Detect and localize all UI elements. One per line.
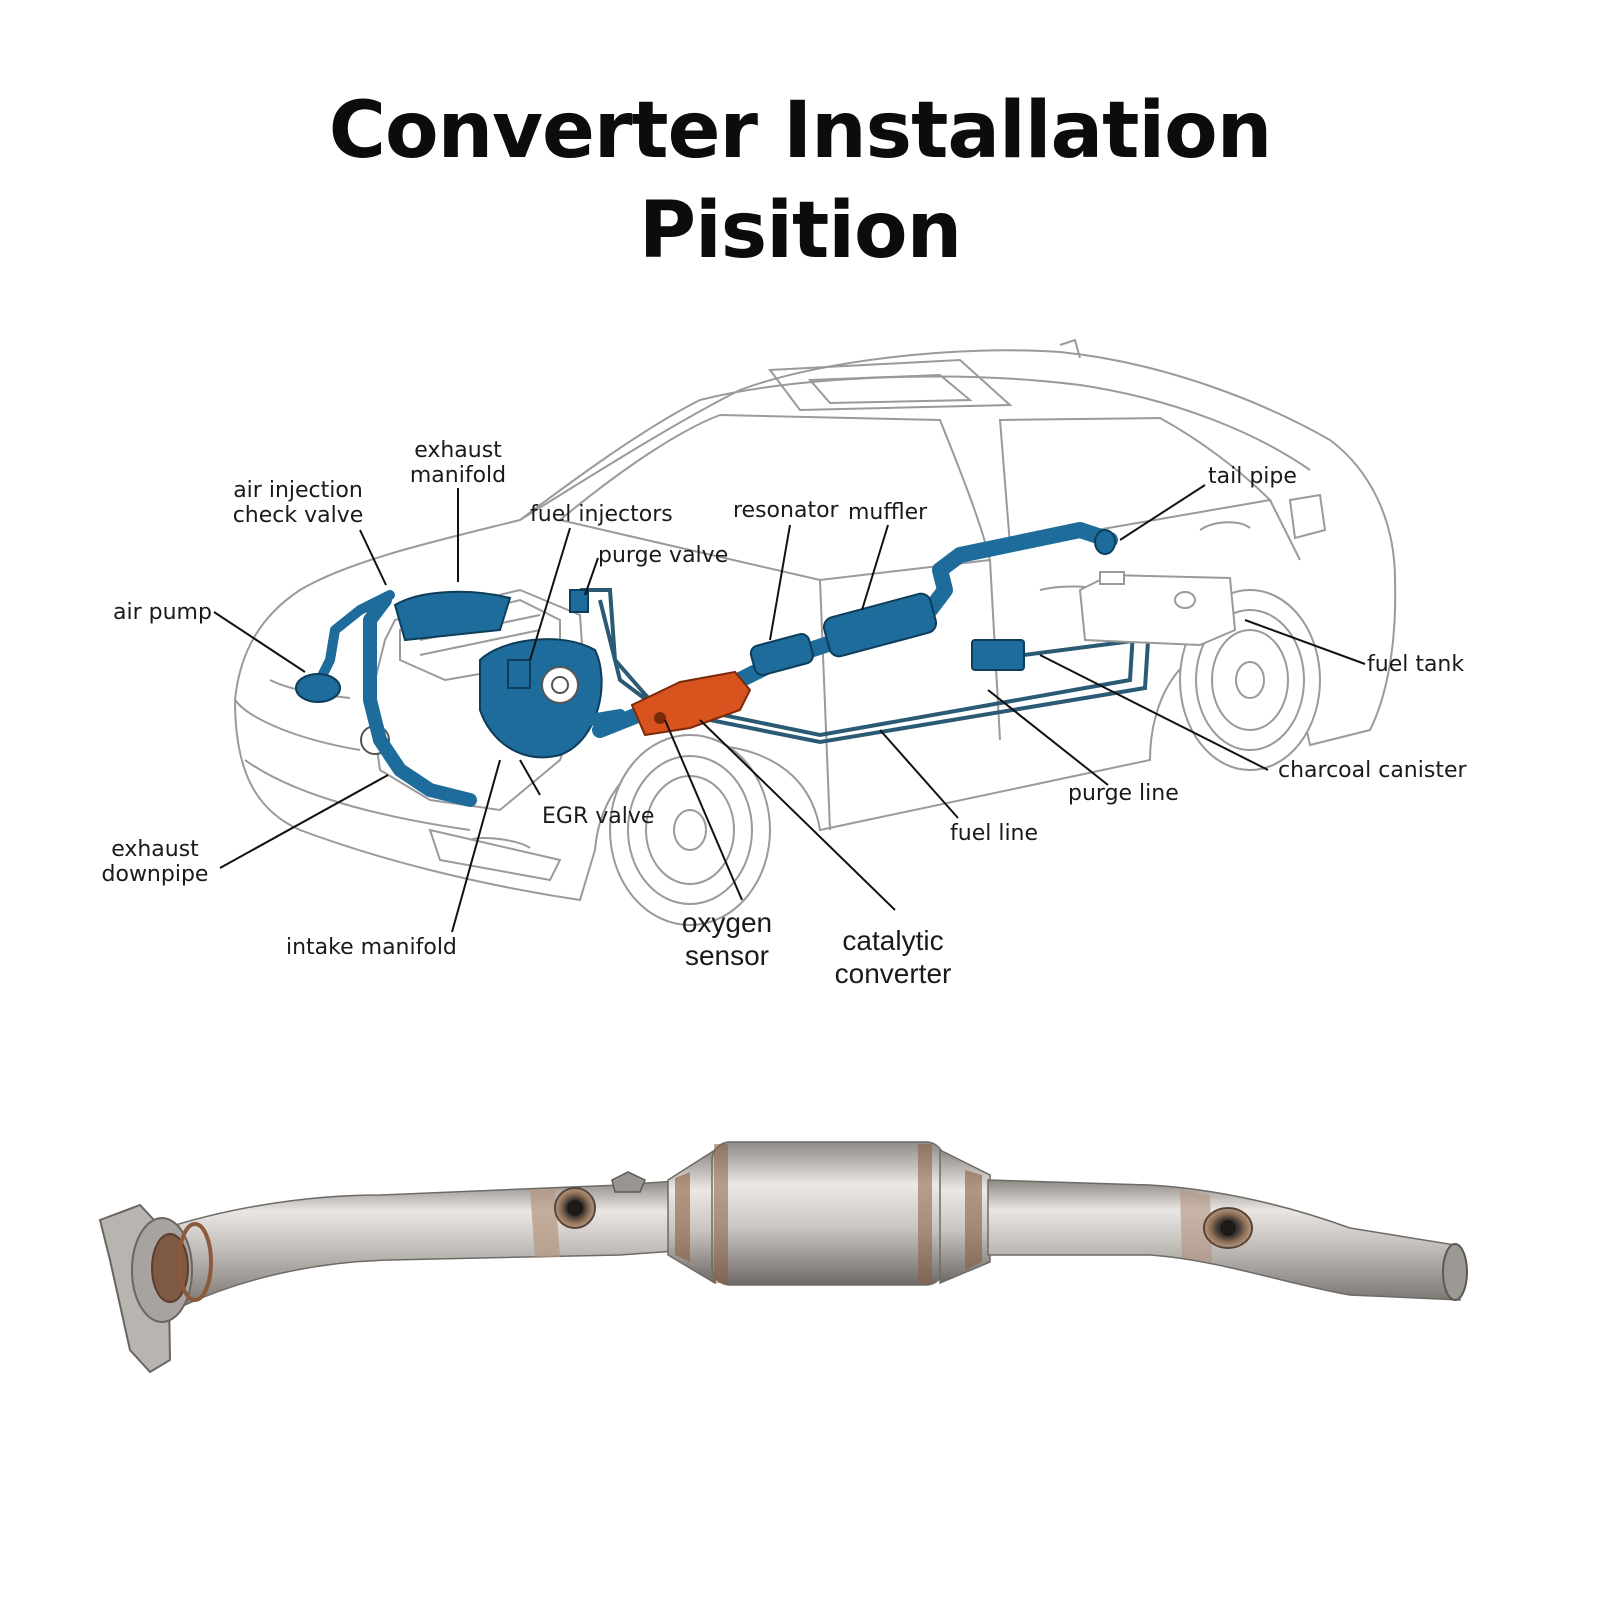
label-purge-line: purge line	[1068, 781, 1179, 806]
catalytic-converter-product	[98, 1141, 1468, 1374]
label-exhaust-manifold-1: exhaust	[414, 438, 502, 463]
label-exhaust-downpipe-2: downpipe	[102, 862, 209, 887]
label-exhaust-manifold-2: manifold	[410, 463, 506, 488]
label-fuel-injectors: fuel injectors	[530, 502, 673, 527]
label-catalytic-converter-2: converter	[835, 958, 952, 989]
label-fuel-line: fuel line	[950, 821, 1038, 846]
exhaust-system	[592, 522, 1118, 738]
title-line-1: Converter Installation	[328, 86, 1273, 176]
engine	[295, 588, 626, 812]
label-intake-manifold: intake manifold	[286, 935, 457, 960]
catalytic-converter-shape	[630, 670, 752, 737]
label-resonator: resonator	[733, 498, 840, 523]
label-air-injection-check-valve-2: check valve	[233, 503, 364, 528]
label-purge-valve: purge valve	[598, 543, 728, 568]
fuel-tank-shape	[1078, 571, 1237, 647]
label-air-injection-check-valve-1: air injection	[233, 478, 363, 503]
title-line-2: Pisition	[638, 186, 962, 276]
label-catalytic-converter-1: catalytic	[842, 925, 943, 956]
label-air-pump: air pump	[113, 600, 212, 625]
label-exhaust-downpipe-1: exhaust	[111, 837, 199, 862]
label-tail-pipe: tail pipe	[1208, 464, 1297, 489]
charcoal-canister-shape	[971, 639, 1025, 671]
label-fuel-tank: fuel tank	[1367, 652, 1464, 677]
label-charcoal-canister: charcoal canister	[1278, 758, 1467, 783]
label-oxygen-sensor-1: oxygen	[682, 907, 772, 938]
label-oxygen-sensor-2: sensor	[685, 940, 769, 971]
leader-lines	[213, 484, 1366, 933]
label-egr-valve: EGR valve	[542, 804, 654, 829]
label-muffler: muffler	[848, 500, 928, 525]
